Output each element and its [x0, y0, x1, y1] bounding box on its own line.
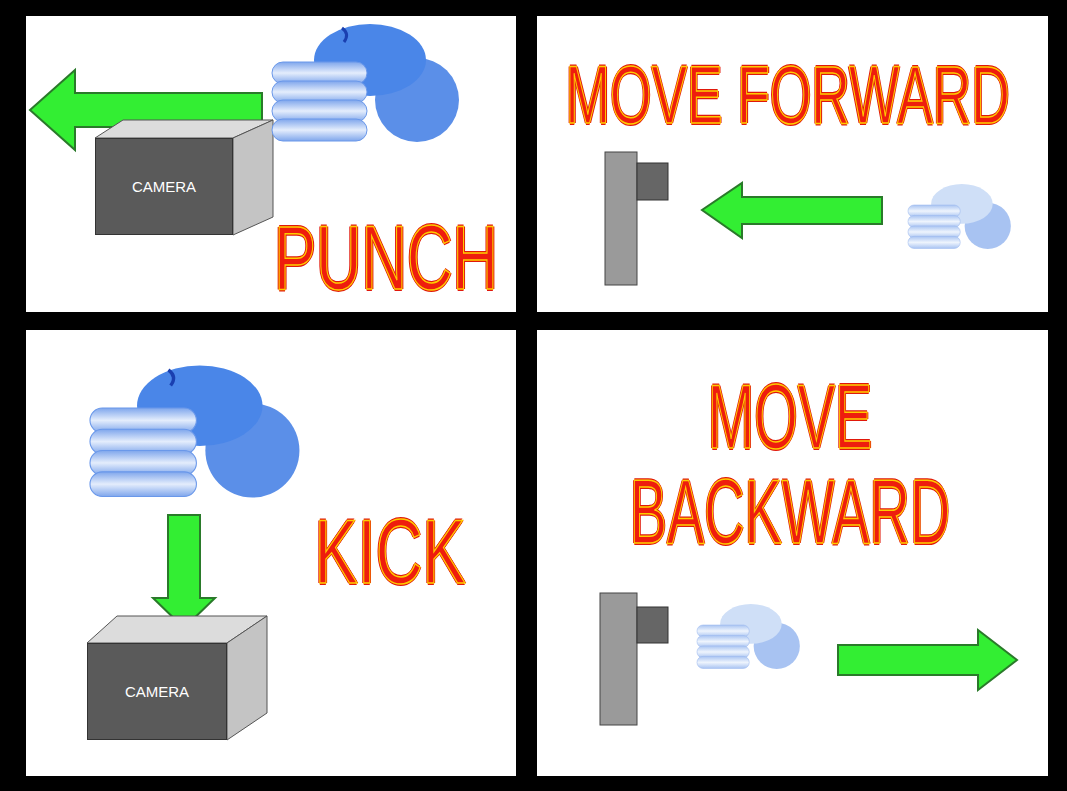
fist-icon: [272, 24, 459, 142]
action-label: MOVE FORWARD: [565, 54, 1009, 136]
camera-box: CAMERA: [87, 643, 227, 740]
fist-icon: [908, 184, 1011, 249]
camera-lens: [637, 607, 668, 643]
camera-box: CAMERA: [95, 138, 233, 235]
camera-label: CAMERA: [125, 683, 189, 700]
action-label: KICK: [314, 507, 465, 597]
panel: [26, 16, 516, 312]
panel: [537, 16, 1048, 312]
action-label: MOVE BACKWARD: [616, 370, 963, 560]
camera-lens: [637, 163, 668, 200]
fist-icon: [90, 365, 299, 497]
camera-side: [227, 616, 267, 740]
camera-side-view: [600, 593, 637, 725]
arrow-down: [153, 515, 215, 628]
camera-label: CAMERA: [132, 178, 196, 195]
fist-icon: [697, 604, 800, 669]
panel: [26, 330, 516, 776]
panel: [537, 330, 1048, 776]
arrow-right: [838, 630, 1017, 690]
camera-side: [233, 120, 273, 235]
arrow-left: [702, 183, 882, 238]
action-label: PUNCH: [274, 213, 498, 303]
camera-side-view: [605, 152, 637, 285]
